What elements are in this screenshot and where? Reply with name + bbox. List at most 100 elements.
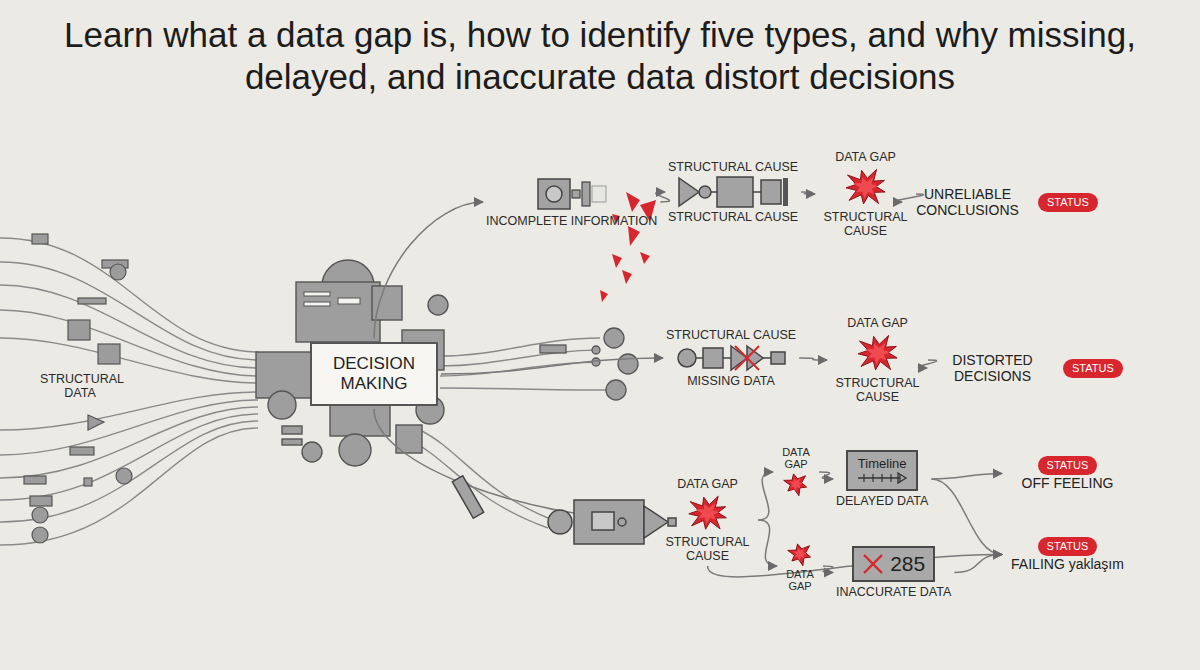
drawing-part: [873, 474, 874, 482]
node-label: DECISION MAKING: [322, 354, 426, 394]
drawing-part: [852, 177, 877, 199]
process-node: DATA GAP: [776, 446, 816, 498]
missing-shape: [675, 342, 787, 374]
drawing-part: [0, 407, 258, 478]
drawing-part: [717, 177, 753, 207]
drawing-part: [723, 357, 731, 359]
info-shape: [536, 176, 608, 212]
drawing-part: [452, 476, 483, 518]
drawing-part: [763, 357, 771, 359]
status-pill: STATUS: [1038, 537, 1098, 556]
drawing-part: [793, 548, 807, 561]
drawing-part: [0, 414, 258, 500]
info-figure: [536, 176, 608, 212]
drawing-part: [626, 192, 640, 212]
drawing-part: [339, 434, 371, 466]
drawing-part: [0, 338, 258, 383]
drawing-part: [688, 496, 726, 529]
process-node: STATUSFAILING yaklaşım: [1005, 537, 1130, 572]
flow-connector: [954, 555, 1002, 573]
drawing-part: [606, 380, 626, 400]
flow-connector: [799, 358, 827, 360]
drawing-part: [572, 190, 580, 198]
node-label: FAILING yaklaşım: [1005, 556, 1130, 572]
box-title: Timeline: [858, 456, 907, 471]
drawing-part: [574, 500, 644, 544]
drawing-part: [699, 186, 711, 198]
burst-figure: [839, 164, 893, 210]
status-pill: STATUS: [1038, 193, 1098, 212]
process-node: DATA GAPSTRUCTURAL CAUSE: [660, 477, 755, 563]
cause-figure: [677, 174, 789, 210]
side-label: STRUCTURAL DATA: [40, 372, 120, 400]
drawing-part: [282, 439, 302, 445]
drawing-part: [644, 506, 668, 538]
node-label: STRUCTURAL CAUSE: [668, 160, 798, 174]
drawing-part: [0, 262, 258, 360]
drawing-part: [846, 169, 885, 204]
node-label: DATA GAP: [776, 446, 816, 470]
node-label: DATA GAP: [677, 477, 738, 491]
process-node: STRUCTURAL CAUSEMISSING DATA: [666, 328, 796, 388]
page-title: Learn what a data gap is, how to identif…: [30, 14, 1170, 98]
status-pill: STATUS: [1063, 359, 1123, 378]
flow-connector: [758, 472, 773, 520]
decision-box: DECISION MAKING: [310, 342, 438, 406]
minburst-shape: [785, 540, 815, 568]
value-box: 285: [852, 546, 935, 582]
node-label: DISTORTED DECISIONS: [930, 352, 1055, 384]
drawing-part: [858, 335, 897, 370]
node-label: DATA GAP: [847, 316, 908, 330]
drawing-part: [882, 474, 883, 482]
node-label: STRUCTURAL CAUSE: [668, 210, 798, 224]
drawing-part: [703, 348, 723, 368]
burst-figure: [682, 491, 734, 535]
timeline-figure: [856, 471, 908, 485]
drawing-part: [30, 496, 52, 506]
burst-shape: [851, 330, 905, 376]
timeline-shape: [856, 471, 908, 485]
node-label: MISSING DATA: [687, 374, 775, 388]
drawing-part: [582, 182, 590, 206]
process-node: DISTORTED DECISIONS STATUS: [930, 352, 1123, 384]
input-lines: [0, 238, 608, 545]
burst-shape: [839, 164, 893, 210]
drawing-part: [546, 186, 562, 202]
flow-connector: [918, 360, 936, 368]
drawing-part: [711, 191, 717, 193]
node-label: DELAYED DATA: [836, 494, 928, 508]
process-node: TimelineDELAYED DATA: [836, 450, 928, 508]
drawing-part: [900, 474, 901, 482]
node-label: STRUCTURAL CAUSE: [818, 210, 913, 238]
drawing-part: [898, 473, 906, 483]
drawing-part: [771, 352, 785, 364]
process-node: DATA GAP STRUCTURAL CAUSE: [830, 316, 925, 404]
process-node: DATA GAP: [780, 540, 820, 592]
flow-connector: [931, 474, 1002, 480]
flow-connector: [441, 358, 663, 374]
drawing-part: [696, 357, 703, 359]
process-node: DATA GAPSTRUCTURAL CAUSE: [818, 150, 913, 238]
drawing-part: [612, 254, 622, 268]
node-label: STRUCTURAL CAUSE: [830, 376, 925, 404]
missing-figure: [675, 342, 787, 374]
drawing-part: [592, 346, 600, 354]
cause-shape: [677, 174, 789, 210]
drawing-part: [538, 179, 570, 209]
node-label: DATA GAP: [780, 568, 820, 592]
drawing-part: [548, 510, 572, 534]
xmark-figure: [862, 553, 884, 575]
node-label: OFF FEELING: [1005, 475, 1130, 491]
drawing-part: [761, 180, 781, 204]
drawing-part: [600, 290, 608, 302]
drawing-part: [783, 178, 788, 206]
drawing-part: [604, 328, 624, 348]
drawing-part: [628, 226, 640, 246]
drawing-part: [410, 440, 548, 528]
drawing-part: [864, 343, 889, 365]
drawing-part: [296, 282, 380, 342]
flow-connector: [801, 192, 815, 194]
drawing-part: [110, 264, 126, 280]
drawing-part: [440, 388, 608, 390]
drawing-part: [268, 391, 296, 419]
